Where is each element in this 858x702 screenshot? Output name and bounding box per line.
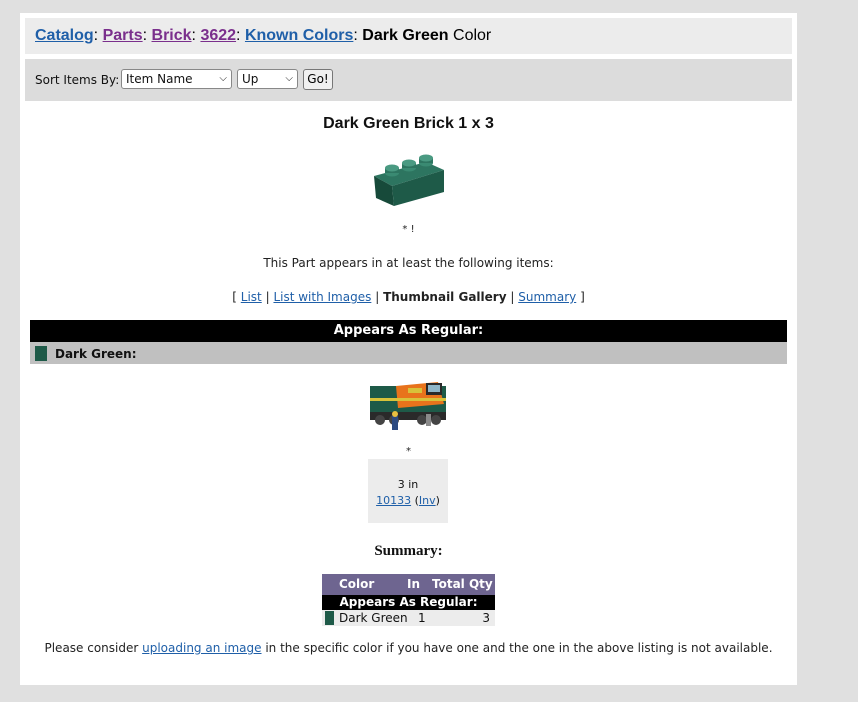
summary-col-total: Total Qty: [432, 577, 493, 591]
summary-col-color: Color: [339, 577, 375, 591]
color-group-label: Dark Green:: [55, 347, 137, 361]
chevron-down-icon: ⌵: [219, 73, 227, 84]
catalog-page: Catalog: Parts: Brick: 3622: Known Color…: [20, 13, 797, 685]
appears-in-text: This Part appears in at least the follow…: [263, 256, 554, 270]
set-number-link[interactable]: 10133: [376, 494, 412, 507]
color-group-row: Dark Green:: [30, 342, 787, 364]
color-swatch: [35, 346, 47, 361]
sort-field-select[interactable]: Item Name ⌵: [121, 69, 232, 89]
sort-label: Sort Items By:: [35, 73, 120, 87]
breadcrumb-parts-link[interactable]: Parts: [102, 27, 143, 44]
breadcrumb-known-colors-link[interactable]: Known Colors: [244, 27, 354, 44]
summary-row-total: 3: [482, 611, 490, 625]
part-title: Dark Green Brick 1 x 3: [323, 115, 494, 132]
summary-table-header: Color In Total Qty: [322, 574, 495, 595]
set-note: *: [406, 446, 411, 457]
set-info-box: 3 in 10133 (Inv): [368, 459, 448, 523]
view-summary-link[interactable]: Summary: [518, 290, 577, 304]
sort-bar: Sort Items By: Item Name ⌵ Up ⌵ Go!: [25, 59, 792, 101]
go-button[interactable]: Go!: [303, 69, 333, 90]
view-list-images-link[interactable]: List with Images: [273, 290, 372, 304]
summary-subheader: Appears As Regular:: [322, 595, 495, 610]
view-mode-links: [ List | List with Images | Thumbnail Ga…: [232, 290, 585, 304]
chevron-down-icon: ⌵: [285, 73, 293, 84]
summary-row-in: 1: [418, 611, 426, 625]
summary-row-color: Dark Green: [339, 611, 408, 625]
part-note: * !: [402, 224, 415, 235]
breadcrumb-part-number-link[interactable]: 3622: [200, 27, 237, 44]
view-thumbnail-current: Thumbnail Gallery: [383, 290, 507, 304]
set-thumbnail-image[interactable]: [368, 374, 448, 434]
breadcrumb-bar: Catalog: Parts: Brick: 3622: Known Color…: [25, 18, 792, 54]
brick-part-image[interactable]: [370, 146, 446, 210]
summary-col-in: In: [407, 577, 421, 591]
breadcrumb-current-color: Dark Green: [362, 27, 449, 44]
breadcrumb-catalog-link[interactable]: Catalog: [35, 27, 94, 44]
upload-image-link[interactable]: uploading an image: [142, 641, 262, 655]
breadcrumb-suffix: Color: [453, 27, 492, 44]
table-row: Dark Green 1 3: [322, 610, 495, 626]
summary-title: Summary:: [374, 543, 443, 559]
set-quantity-text: 3 in: [397, 478, 419, 491]
inventory-link[interactable]: Inv: [418, 494, 436, 507]
footer-note: Please consider uploading an image in th…: [44, 641, 773, 655]
view-list-link[interactable]: List: [240, 290, 262, 304]
sort-order-select[interactable]: Up ⌵: [237, 69, 298, 89]
breadcrumb-brick-link[interactable]: Brick: [151, 27, 192, 44]
breadcrumb: Catalog: Parts: Brick: 3622: Known Color…: [35, 27, 492, 44]
appears-as-regular-header: Appears As Regular:: [30, 320, 787, 342]
color-swatch: [325, 611, 334, 625]
summary-table: Color In Total Qty Appears As Regular: D…: [322, 574, 495, 626]
